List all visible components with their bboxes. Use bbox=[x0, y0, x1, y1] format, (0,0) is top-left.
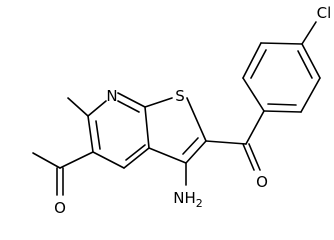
bond-acetyl-methyl bbox=[32, 152, 61, 169]
acetyl-oxygen-label: O bbox=[54, 199, 66, 217]
bond-c4-c3a-inner bbox=[125, 144, 146, 161]
bond-carbonyl-o-b bbox=[248, 143, 261, 171]
bond-c2-c3-inner bbox=[182, 137, 199, 155]
bond-c2-carbonyl bbox=[205, 140, 247, 145]
bond-carbonyl-aryl bbox=[245, 110, 265, 145]
bond-c7a-s1 bbox=[144, 97, 173, 108]
sulfur-atom-label: S bbox=[175, 87, 185, 105]
bond-ar2-ar3 bbox=[242, 42, 262, 79]
nitrogen-atom-label: N bbox=[106, 87, 117, 105]
bond-ar2-ar3-inner bbox=[250, 49, 267, 79]
bond-ar6-ar1 bbox=[263, 110, 302, 113]
bond-n7-c6 bbox=[87, 100, 107, 117]
bond-c6-c5-inner bbox=[95, 120, 101, 150]
bond-c4-c3a bbox=[123, 147, 150, 169]
chlorine-atom-label: Cl bbox=[317, 4, 332, 22]
bond-ar5-ar6 bbox=[300, 77, 321, 113]
bond-c3-c3a bbox=[148, 147, 187, 164]
bond-ar1-ar2 bbox=[242, 77, 265, 112]
bond-c5-c4 bbox=[92, 151, 125, 169]
bond-c6-methyl bbox=[67, 97, 89, 117]
bond-ar6-ar1-inner bbox=[267, 103, 297, 106]
bond-c3a-c7a bbox=[144, 106, 150, 149]
bond-carbonyl-o-a bbox=[242, 143, 255, 171]
bond-c7a-n7-inner bbox=[117, 100, 140, 113]
bond-c6-c5 bbox=[87, 115, 94, 153]
amine-label-subscript: 2 bbox=[196, 197, 203, 210]
amine-group-label: NH2 bbox=[173, 189, 203, 210]
bond-c5-acetyl-carbon bbox=[59, 151, 94, 169]
bond-ar3-ar4 bbox=[260, 42, 303, 45]
amine-label-main: NH bbox=[173, 189, 196, 207]
bond-s1-c2 bbox=[186, 97, 207, 142]
bond-ar4-ar5 bbox=[301, 43, 321, 79]
ketone-oxygen-label: O bbox=[256, 173, 268, 191]
bond-c2-c3 bbox=[185, 140, 207, 164]
bond-ar4-ar5-inner bbox=[297, 50, 313, 79]
bond-c7a-n7 bbox=[117, 92, 146, 108]
bond-ar4-chlorine bbox=[301, 21, 317, 45]
